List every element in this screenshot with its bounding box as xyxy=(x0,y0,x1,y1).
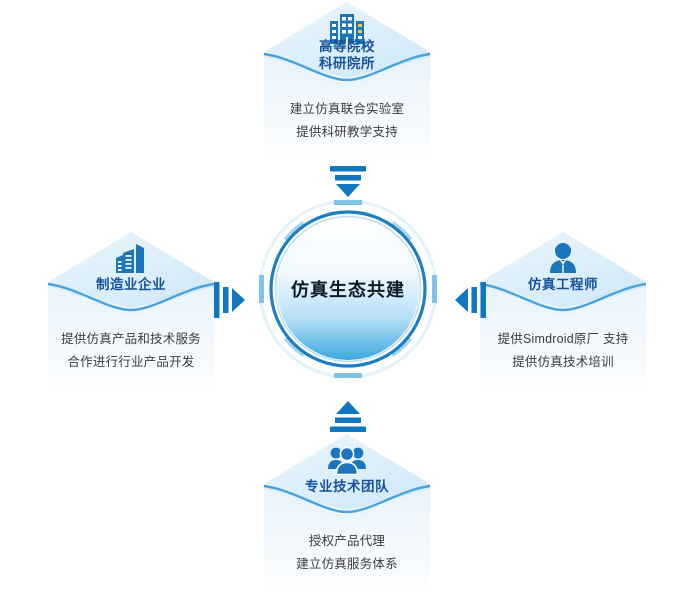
card-desc-line-1: 提供仿真产品和技术服务 xyxy=(61,332,201,346)
card-title: 仿真工程师 xyxy=(480,276,646,293)
card-title: 高等院校 科研院所 xyxy=(264,38,430,72)
factory-building-icon xyxy=(48,240,214,276)
card-title-line-2: 科研院所 xyxy=(319,56,375,71)
card-title-line-1: 高等院校 xyxy=(319,39,375,54)
card-desc-line-2: 提供科研教学支持 xyxy=(296,125,398,139)
buildings-icon xyxy=(264,10,430,46)
center-circle-graphic xyxy=(258,199,438,379)
team-group-icon xyxy=(264,442,430,478)
card-title: 制造业企业 xyxy=(48,276,214,293)
node-card-top[interactable]: 高等院校 科研院所 建立仿真联合实验室 提供科研教学支持 xyxy=(264,2,430,172)
node-card-bottom[interactable]: 专业技术团队 授权产品代理 建立仿真服务体系 xyxy=(264,434,430,604)
card-title-line-1: 制造业企业 xyxy=(96,277,166,292)
card-desc-line-1: 建立仿真联合实验室 xyxy=(289,102,405,116)
card-title: 专业技术团队 xyxy=(264,478,430,495)
engineer-person-icon xyxy=(480,240,646,276)
center-label: 仿真生态共建 xyxy=(291,280,405,300)
card-title-line-1: 仿真工程师 xyxy=(528,277,598,292)
arrow-up xyxy=(326,398,370,437)
card-desc-line-1: 授权产品代理 xyxy=(308,534,386,548)
card-desc-line-2: 建立仿真服务体系 xyxy=(296,557,398,571)
node-card-left[interactable]: 制造业企业 提供仿真产品和技术服务 合作进行行业产品开发 xyxy=(48,232,214,402)
card-desc-line-1: 提供Simdroid原厂 支持 xyxy=(497,332,629,346)
card-desc-line-2: 合作进行行业产品开发 xyxy=(67,355,195,369)
arrow-right xyxy=(214,278,248,327)
node-card-right[interactable]: 仿真工程师 提供Simdroid原厂 支持 提供仿真技术培训 xyxy=(480,232,646,402)
center-node: 仿真生态共建 xyxy=(255,196,441,382)
card-title-line-1: 专业技术团队 xyxy=(305,479,389,494)
arrow-left xyxy=(452,278,486,327)
arrow-down xyxy=(326,166,370,205)
card-desc-line-2: 提供仿真技术培训 xyxy=(512,355,614,369)
